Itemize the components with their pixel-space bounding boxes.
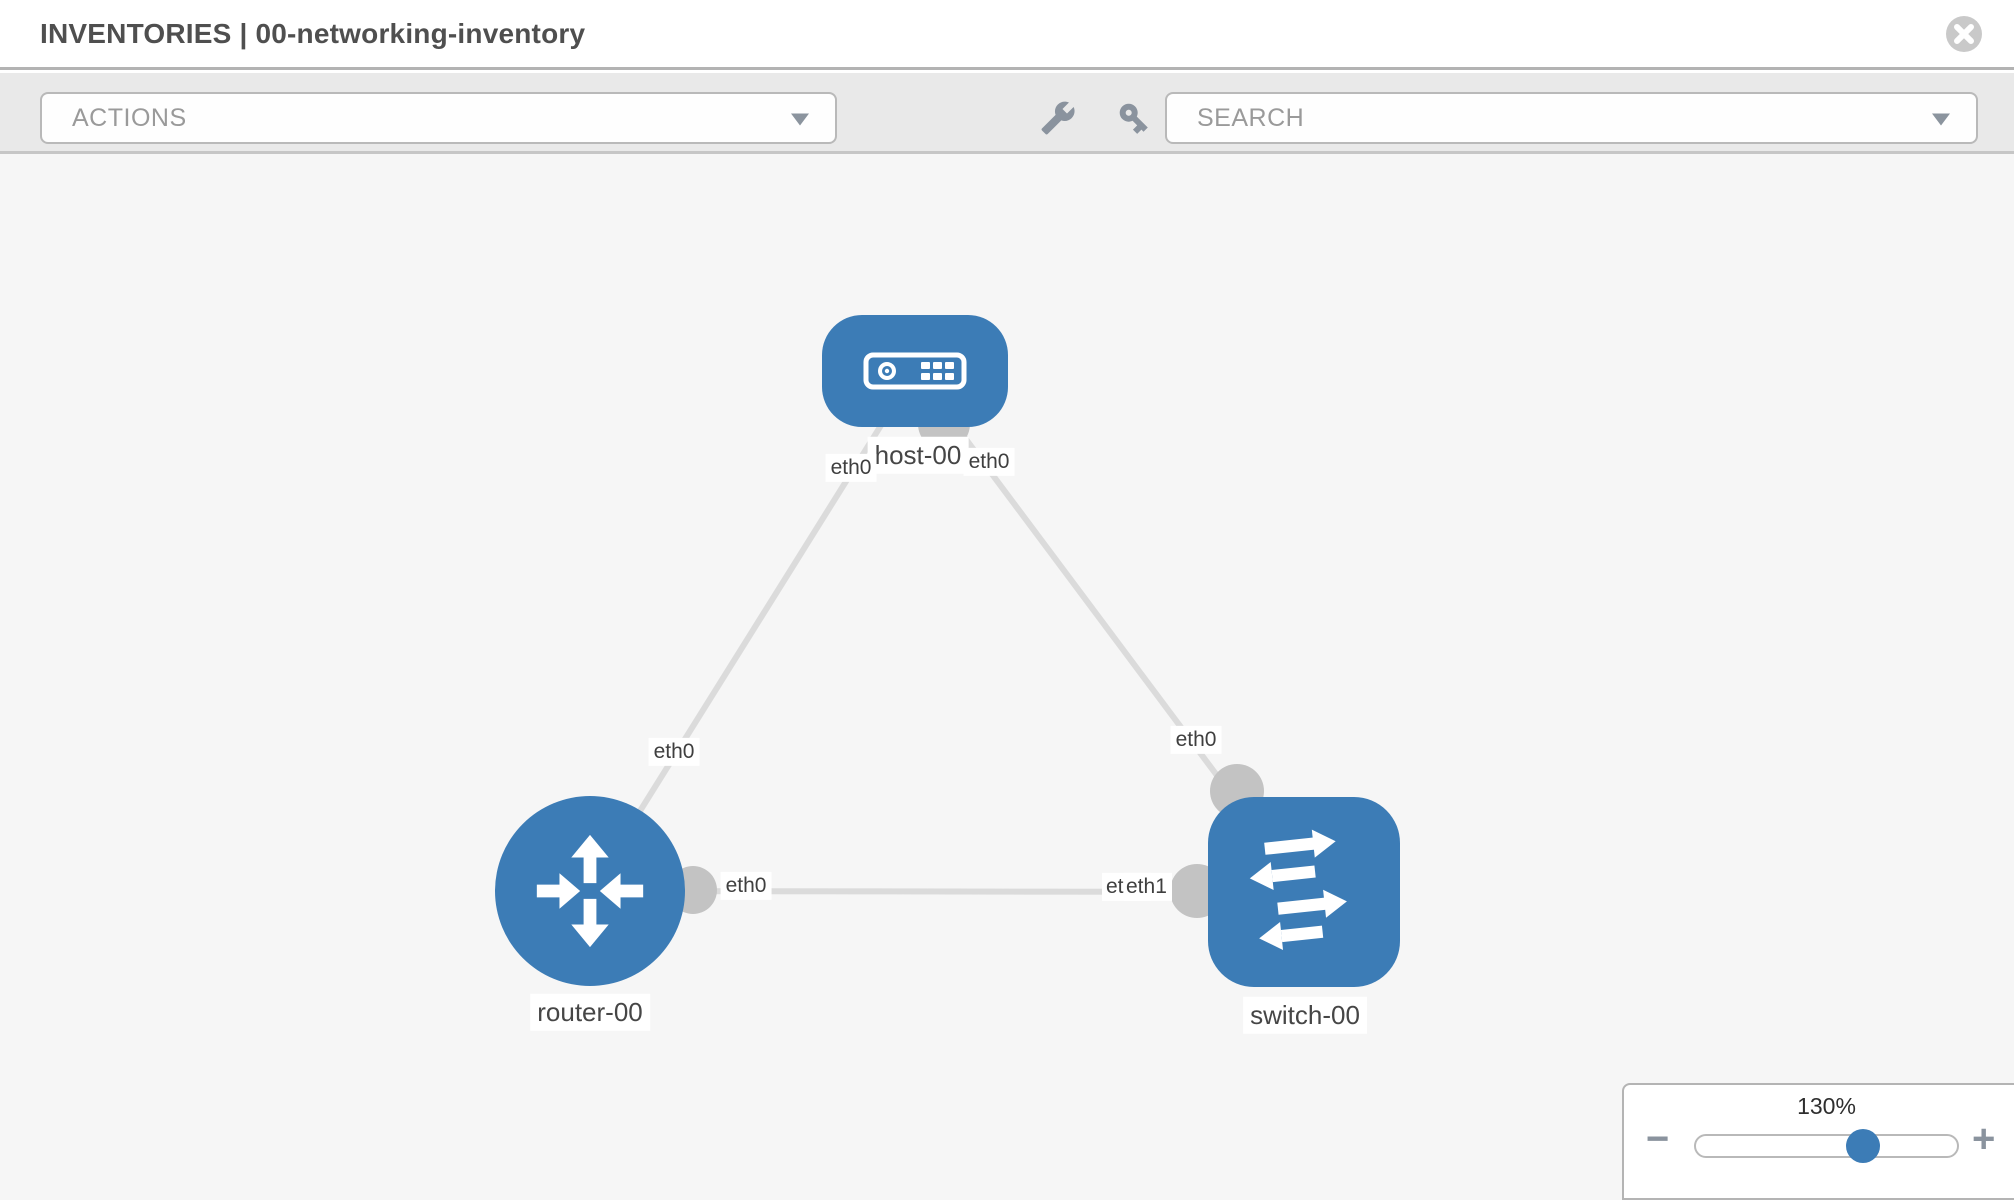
interface-label-switch-eth1: eth1 — [1124, 872, 1172, 902]
zoom-slider-thumb[interactable] — [1846, 1129, 1881, 1163]
chevron-down-icon — [791, 113, 809, 126]
search-dropdown[interactable]: SEARCH — [1165, 92, 1978, 144]
node-label-router-00: router-00 — [530, 993, 650, 1031]
node-host-00[interactable] — [822, 315, 1008, 427]
actions-dropdown-label: ACTIONS — [72, 103, 187, 132]
close-button[interactable] — [1942, 13, 1986, 57]
zoom-panel: 130% − + — [1622, 1083, 2014, 1200]
interface-label-router-eth0-host-side: eth0 — [648, 737, 700, 767]
header: INVENTORIES | 00-networking-inventory — [0, 0, 2014, 70]
node-label-switch-00: switch-00 — [1243, 996, 1367, 1034]
toolbar-icon-group — [1036, 92, 1156, 144]
zoom-out-button[interactable]: − — [1646, 1117, 1670, 1161]
links-layer — [587, 369, 1307, 918]
toolbar: ACTIONS SEARCH — [0, 73, 2014, 154]
zoom-in-button[interactable]: + — [1972, 1117, 1996, 1161]
chevron-down-icon — [1932, 113, 1950, 126]
interface-label-host-eth0-router-side: eth0 — [825, 453, 877, 483]
switch-icon — [1249, 829, 1347, 950]
topology-canvas[interactable]: host-00 eth0 eth0 eth0 eth0 eth0 eth0 et… — [0, 154, 2014, 1200]
search-placeholder: SEARCH — [1197, 103, 1305, 132]
node-router-00[interactable] — [495, 796, 685, 986]
close-icon — [1946, 16, 1982, 52]
node-switch-00[interactable] — [1208, 797, 1400, 987]
key-icon — [1119, 103, 1148, 134]
configure-button[interactable] — [1036, 96, 1080, 140]
interface-label-host-eth0-switch-side: eth0 — [963, 447, 1015, 477]
interface-label-switch-eth0: eth0 — [1170, 725, 1222, 755]
router-icon — [536, 834, 644, 948]
credentials-button[interactable] — [1112, 96, 1156, 140]
page-title: INVENTORIES | 00-networking-inventory — [40, 18, 586, 49]
interface-label-switch-eth1-overlapping: eth0 eth1 — [1102, 872, 1172, 902]
zoom-slider[interactable] — [1694, 1129, 1959, 1163]
wrench-icon — [1041, 101, 1075, 135]
node-label-host-00: host-00 — [867, 436, 969, 474]
interface-label-router-eth0-switch-side: eth0 — [720, 871, 772, 901]
zoom-level: 130% — [1797, 1093, 1856, 1119]
actions-dropdown[interactable]: ACTIONS — [40, 92, 837, 144]
server-icon — [863, 352, 967, 390]
